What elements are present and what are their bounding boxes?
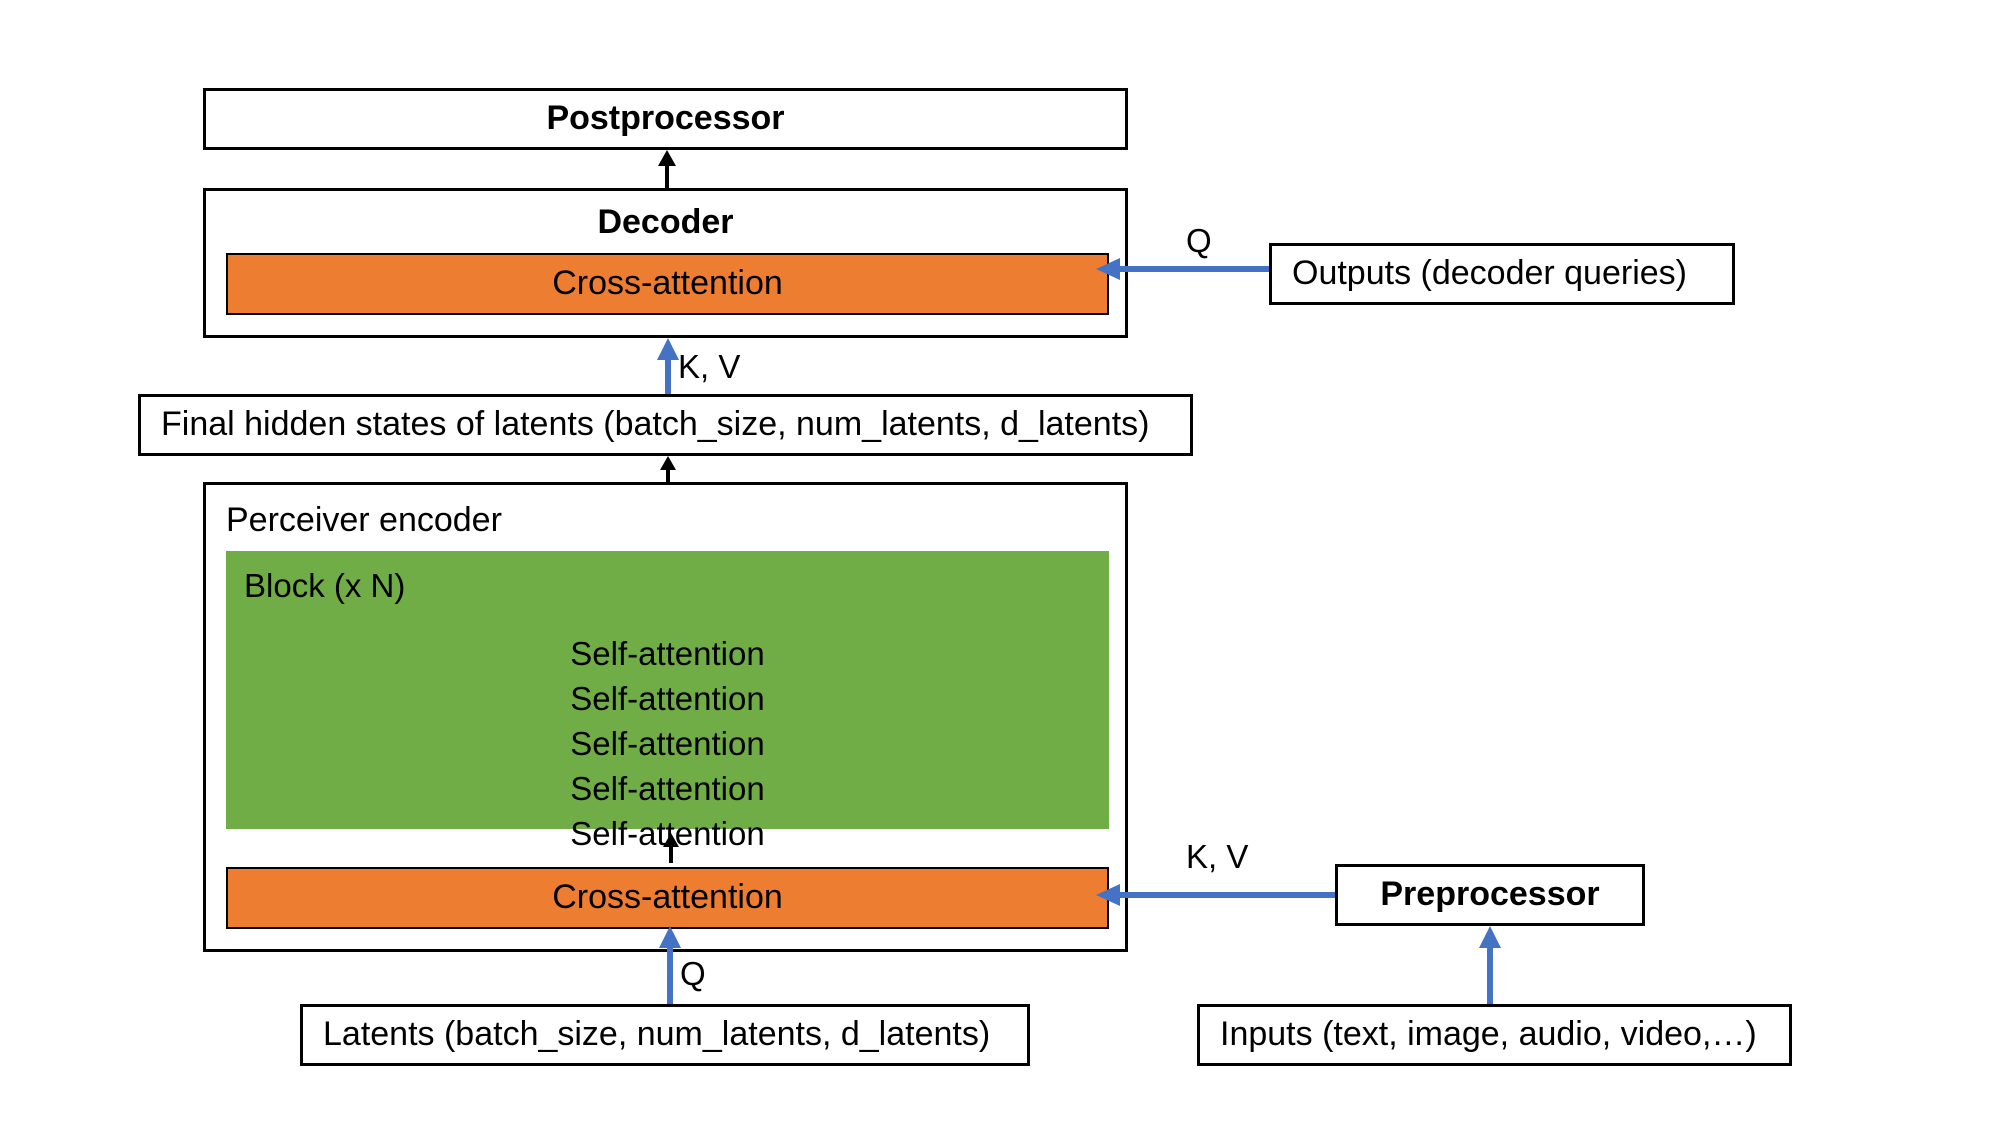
encoder-cross-attention-label: Cross-attention [552,878,783,917]
decoder-cross-attention-label: Cross-attention [552,264,783,303]
block-xn-region: Block (x N) Self-attention Self-attentio… [226,551,1109,852]
self-attention-row-1: Self-attention [570,635,765,672]
self-attention-row-3: Self-attention [570,725,765,762]
preprocessor-label: Preprocessor [1380,875,1600,914]
inputs-box: Inputs (text, image, audio, video,…) [1197,1004,1792,1066]
self-attention-row-2: Self-attention [570,680,765,717]
encoder-cross-attention-box: Cross-attention [226,867,1109,929]
edge-label-q-outputs: Q [1186,222,1212,259]
perceiver-encoder-container: Perceiver encoder Block (x N) Self-atten… [203,482,1128,952]
final-hidden-states-label: Final hidden states of latents (batch_si… [161,405,1150,444]
arrow-encoder-to-final-hidden-states [657,456,679,482]
decoder-cross-attention-box: Cross-attention [226,253,1109,315]
arrow-outputs-to-decoder [1096,256,1272,282]
perceiver-encoder-title: Perceiver encoder [226,501,502,539]
decoder-container: Decoder Cross-attention [203,188,1128,338]
arrow-latents-to-encoder-q [657,926,683,1004]
outputs-label: Outputs (decoder queries) [1292,254,1687,293]
block-xn-label: Block (x N) [244,567,406,604]
latents-label: Latents (batch_size, num_latents, d_late… [323,1015,991,1054]
arrow-latents-to-decoder-kv [655,338,681,394]
postprocessor-label: Postprocessor [546,99,785,138]
outputs-box: Outputs (decoder queries) [1269,243,1735,305]
edge-label-kv-encoder: K, V [1186,838,1249,875]
postprocessor-box: Postprocessor [203,88,1128,150]
latents-box: Latents (batch_size, num_latents, d_late… [300,1004,1030,1066]
inputs-label: Inputs (text, image, audio, video,…) [1220,1015,1757,1054]
edge-label-q-latents: Q [680,955,706,992]
arrow-inputs-to-preprocessor [1477,926,1503,1004]
preprocessor-box: Preprocessor [1335,864,1645,926]
edge-label-kv-decoder: K, V [678,348,741,385]
final-hidden-states-box: Final hidden states of latents (batch_si… [138,394,1193,456]
arrow-cross-attention-to-block [660,833,682,863]
decoder-title: Decoder [597,203,734,241]
arrow-decoder-to-postprocessor [655,150,679,190]
self-attention-row-4: Self-attention [570,770,765,807]
arrow-preprocessor-to-encoder [1096,882,1336,908]
